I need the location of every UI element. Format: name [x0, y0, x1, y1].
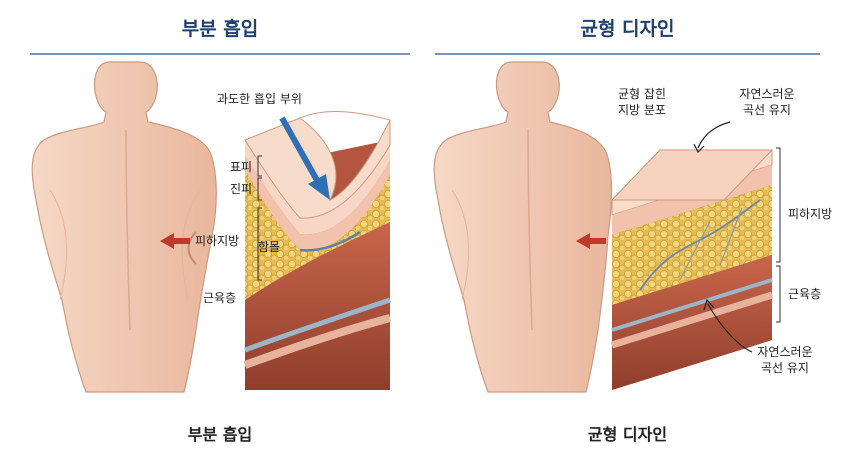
natural-curve-top-line1: 자연스러운 — [739, 87, 795, 101]
natural-curve-bottom-label: 자연스러운 곡선 유지 — [740, 344, 830, 376]
left-side-arrow — [160, 233, 190, 249]
excess-area-label: 과도한 흡입 부위 — [217, 92, 302, 106]
right-pointers — [693, 121, 753, 353]
left-excess-arrow — [279, 116, 330, 200]
left-layer-brackets — [257, 155, 262, 281]
left-panel-title: 부분 흡입 — [181, 18, 259, 40]
balanced-fat-label: 균형 잡힌 지방 분포 — [602, 86, 682, 118]
balanced-fat-line2: 지방 분포 — [618, 103, 666, 117]
right-title-rule — [435, 53, 820, 55]
right-muscle-label: 근육층 — [788, 287, 822, 301]
dent-label: 함몰 — [258, 240, 281, 254]
right-back-figure — [433, 61, 613, 393]
natural-curve-top-line2: 곡선 유지 — [743, 103, 791, 117]
right-caption: 균형 디자인 — [587, 425, 668, 444]
natural-curve-top-label: 자연스러운 곡선 유지 — [722, 86, 812, 118]
right-layer-brackets — [776, 147, 781, 323]
right-panel-title: 균형 디자인 — [580, 18, 675, 40]
left-caption: 부분 흡입 — [187, 425, 253, 444]
right-side-arrow — [576, 233, 606, 249]
right-tissue-block — [610, 149, 774, 390]
balanced-fat-line1: 균형 잡힌 — [618, 87, 666, 101]
left-title-rule — [30, 53, 410, 55]
epidermis-label: 표피 — [230, 160, 253, 174]
dermis-label: 진피 — [230, 182, 253, 196]
left-muscle-label: 근육층 — [203, 291, 237, 305]
right-subcut-fat-label: 피하지방 — [788, 207, 833, 221]
natural-curve-bottom-line2: 곡선 유지 — [761, 361, 809, 375]
natural-curve-bottom-line1: 자연스러운 — [757, 345, 813, 359]
left-subcut-fat-label: 피하지방 — [195, 234, 240, 248]
left-tissue-block — [243, 111, 392, 390]
left-back-figure — [31, 61, 217, 393]
